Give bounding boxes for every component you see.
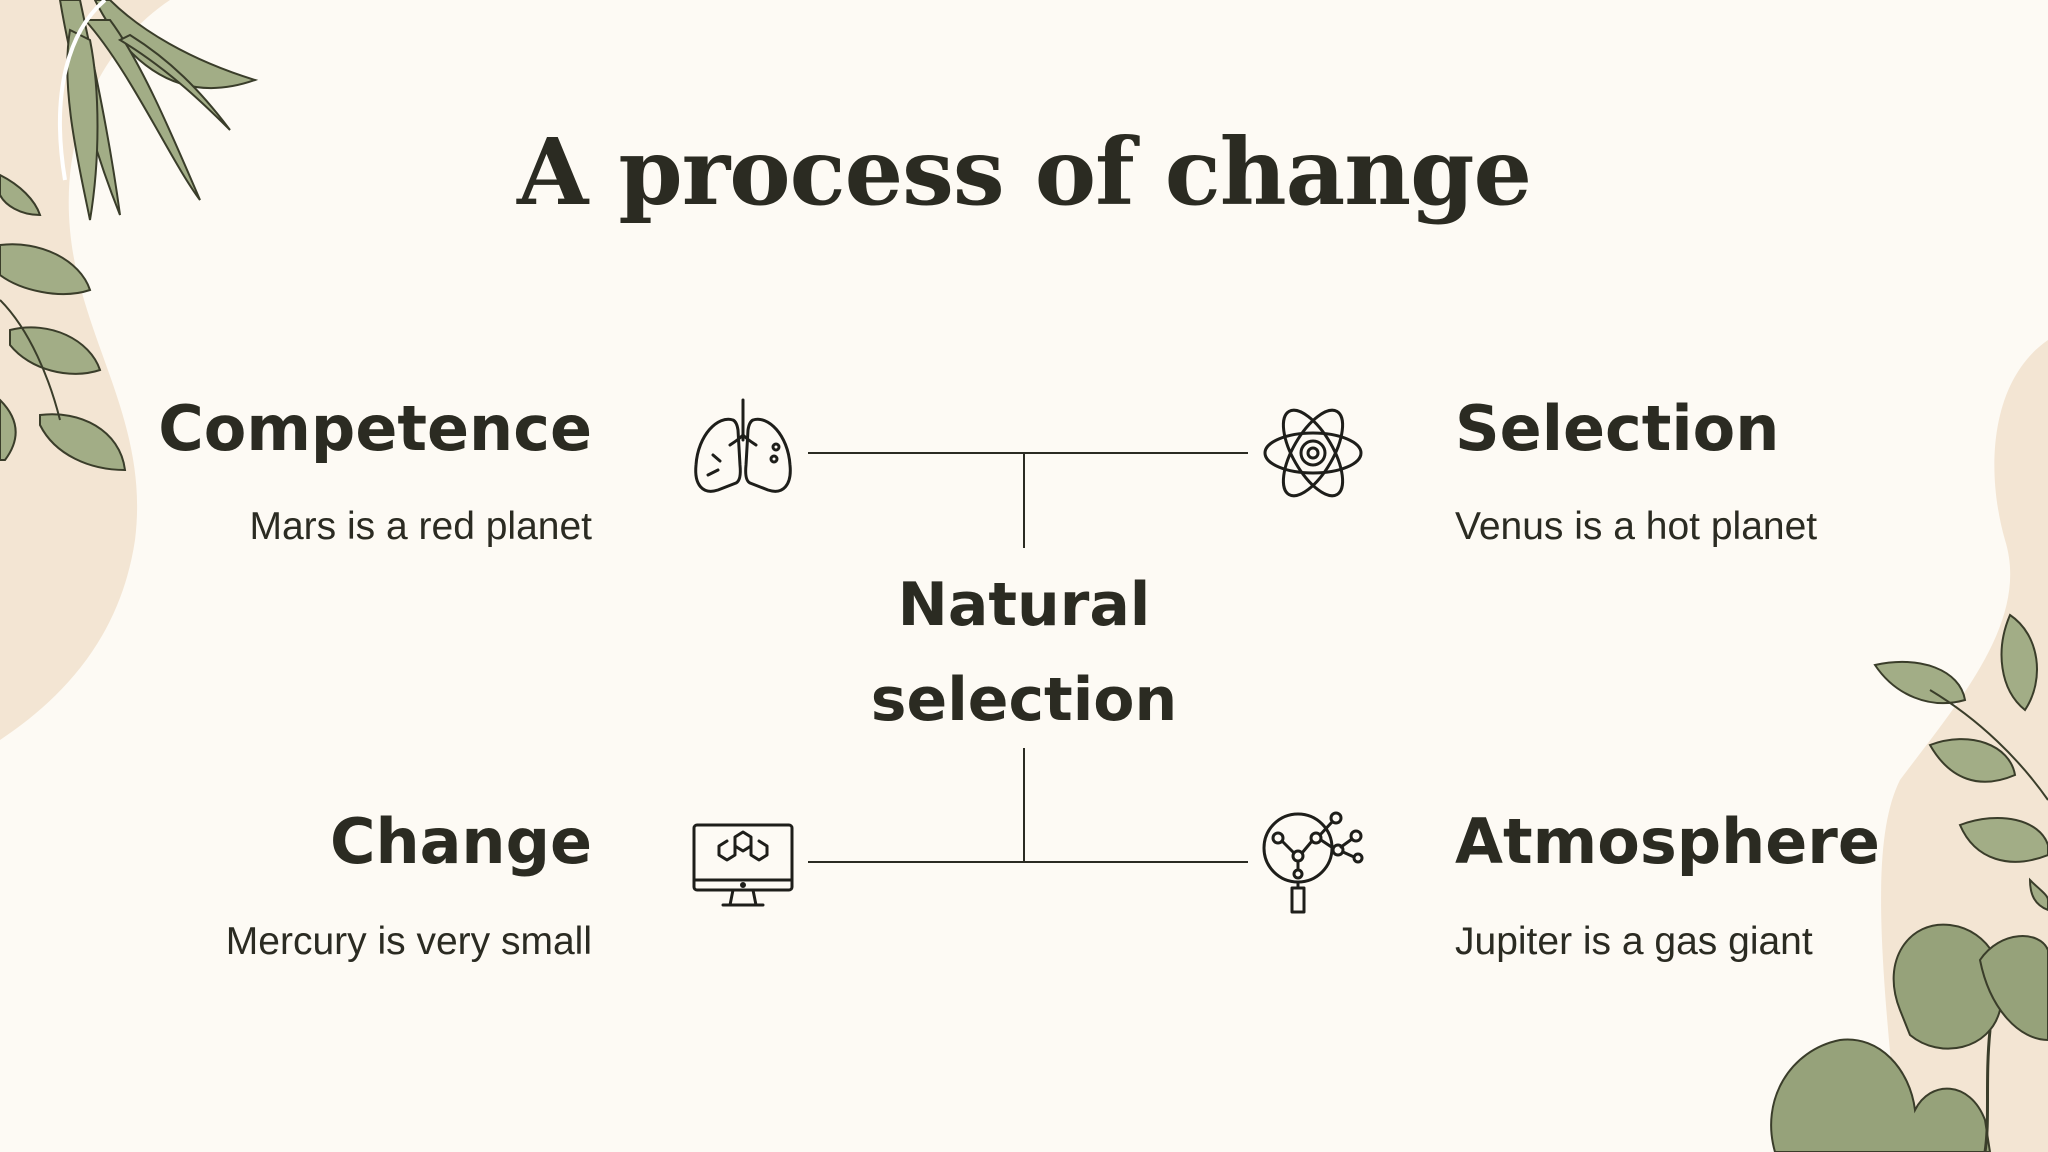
item-heading-selection: Selection	[1455, 392, 1780, 465]
stem-left	[0, 299, 61, 421]
atom-icon	[1258, 398, 1368, 508]
flowers-bottom-right	[1770, 923, 2048, 1152]
white-swirl	[58, 0, 107, 181]
lungs-icon	[688, 395, 798, 505]
stem-right	[1929, 689, 2048, 801]
item-text-selection: Venus is a hot planet	[1455, 505, 1818, 548]
center-label: Natural selection	[824, 558, 1224, 748]
item-text-change: Mercury is very small	[225, 920, 592, 963]
item-text-competence: Mars is a red planet	[249, 505, 593, 548]
item-heading-change: Change	[329, 805, 592, 878]
leaves-top-left	[0, 0, 259, 472]
center-label-line1: Natural	[897, 570, 1151, 640]
magnifier-molecule-icon	[1258, 808, 1368, 918]
item-heading-atmosphere: Atmosphere	[1455, 805, 1880, 878]
item-text-atmosphere: Jupiter is a gas giant	[1455, 920, 1813, 963]
computer-molecule-icon	[688, 810, 798, 920]
flower-stem	[1983, 1029, 1992, 1152]
item-heading-competence: Competence	[158, 392, 592, 465]
center-label-line2: selection	[870, 665, 1178, 735]
leaves-bottom-right	[1873, 613, 2048, 912]
slide-title: A process of change	[517, 118, 1532, 226]
